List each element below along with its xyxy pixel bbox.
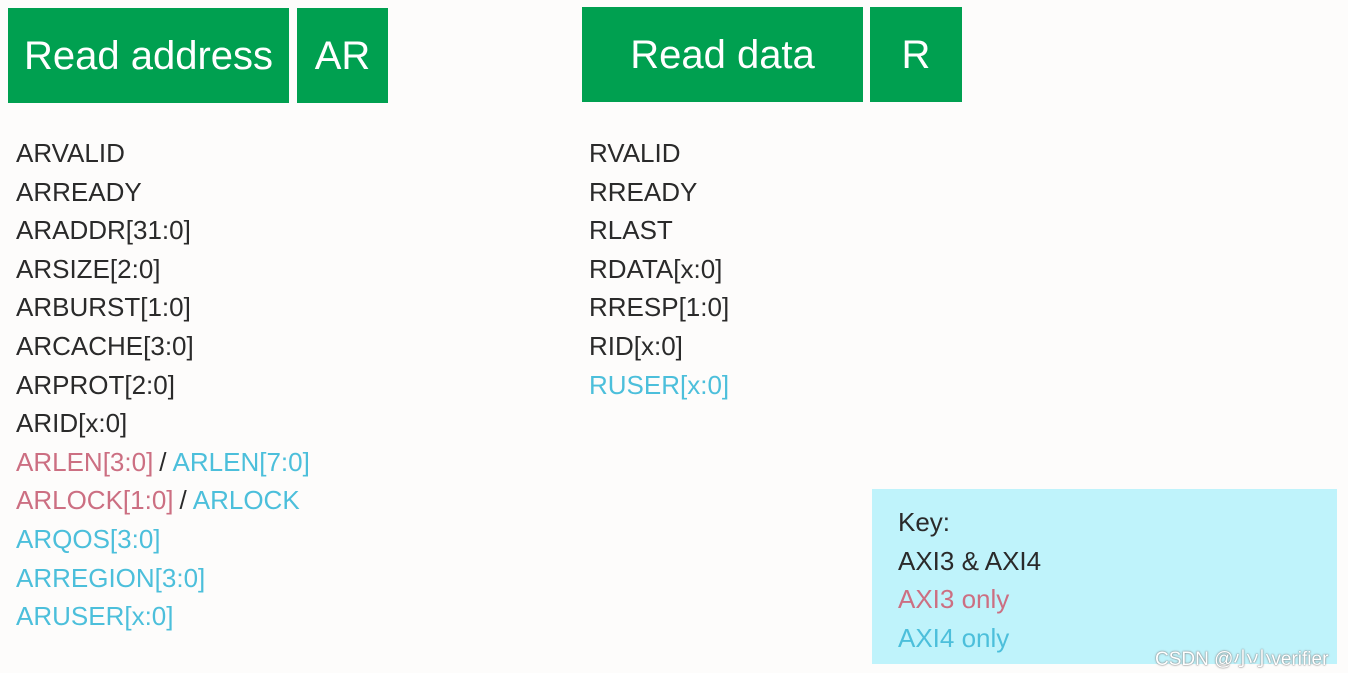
signal-name: RRESP[1:0] — [589, 292, 730, 323]
read-address-header: Read address — [8, 8, 289, 103]
signal-separator: / — [159, 446, 167, 477]
signal-name: ARQOS[3:0] — [16, 523, 161, 554]
ar-channel-label: AR — [314, 33, 371, 78]
signal-item: RLAST — [589, 211, 729, 250]
signal-name: ARPROT[2:0] — [16, 369, 175, 400]
signal-item: ARPROT[2:0] — [16, 366, 310, 405]
signal-name: ARUSER[x:0] — [16, 601, 174, 632]
signal-name: ARID[x:0] — [16, 408, 128, 439]
r-channel-label: R — [901, 32, 931, 77]
signal-item: ARADDR[31:0] — [16, 211, 310, 250]
signal-item: ARLOCK[1:0]/ARLOCK — [16, 481, 310, 520]
signal-name: ARVALID — [16, 138, 125, 168]
signal-name: ARSIZE[2:0] — [16, 253, 161, 284]
axi3-signal: ARLEN[3:0] — [16, 446, 154, 477]
signal-name: RVALID — [589, 138, 681, 168]
signal-item: ARLEN[3:0]/ARLEN[7:0] — [16, 443, 310, 482]
signal-item: RID[x:0] — [589, 327, 729, 366]
key-both: AXI3 & AXI4 — [898, 545, 1042, 576]
signal-item: RVALID — [589, 134, 729, 173]
signal-name: ARREADY — [16, 176, 142, 207]
key-axi4-only: AXI4 only — [898, 622, 1010, 653]
read-data-title: Read data — [630, 32, 815, 77]
signal-item: RRESP[1:0] — [589, 288, 729, 327]
axi4-signal: ARLEN[7:0] — [172, 446, 310, 477]
signal-item: ARID[x:0] — [16, 404, 310, 443]
signal-name: ARREGION[3:0] — [16, 562, 206, 593]
signal-separator: / — [179, 485, 187, 516]
signal-item: RREADY — [589, 173, 729, 212]
read-data-header: Read data — [582, 7, 863, 102]
ar-signal-list: ARVALID ARREADY ARADDR[31:0] ARSIZE[2:0] ARB… — [16, 134, 310, 636]
r-signal-list: RVALID RREADY RLAST RDATA[x:0] RRESP[1:0] RID… — [589, 134, 729, 404]
signal-item: ARQOS[3:0] — [16, 520, 310, 559]
signal-name: RDATA[x:0] — [589, 253, 723, 284]
signal-name: RREADY — [589, 176, 698, 207]
signal-item: ARBURST[1:0] — [16, 288, 310, 327]
axi3-signal: ARLOCK[1:0] — [16, 485, 174, 516]
signal-item: RUSER[x:0] — [589, 366, 729, 405]
key-axi3-only: AXI3 only — [898, 584, 1010, 615]
signal-item: ARUSER[x:0] — [16, 597, 310, 636]
axi4-signal: ARLOCK — [192, 485, 300, 516]
signal-item: ARCACHE[3:0] — [16, 327, 310, 366]
signal-name: RID[x:0] — [589, 330, 683, 361]
legend-key: Key: AXI3 & AXI4 AXI3 only AXI4 only — [872, 489, 1337, 664]
signal-name: ARADDR[31:0] — [16, 215, 191, 246]
watermark: CSDN @小小verifier — [1155, 649, 1329, 670]
signal-name: ARCACHE[3:0] — [16, 330, 194, 361]
read-address-title: Read address — [23, 33, 274, 78]
signal-item: ARSIZE[2:0] — [16, 250, 310, 289]
signal-name: ARBURST[1:0] — [16, 292, 191, 323]
signal-item: ARREADY — [16, 173, 310, 212]
signal-item: ARREGION[3:0] — [16, 559, 310, 598]
signal-name: RUSER[x:0] — [589, 369, 730, 400]
signal-item: RDATA[x:0] — [589, 250, 729, 289]
signal-item: ARVALID — [16, 134, 310, 173]
signal-name: RLAST — [589, 215, 673, 246]
key-title: Key: — [898, 507, 951, 537]
ar-channel-header: AR — [297, 8, 388, 103]
r-channel-header: R — [870, 7, 962, 102]
